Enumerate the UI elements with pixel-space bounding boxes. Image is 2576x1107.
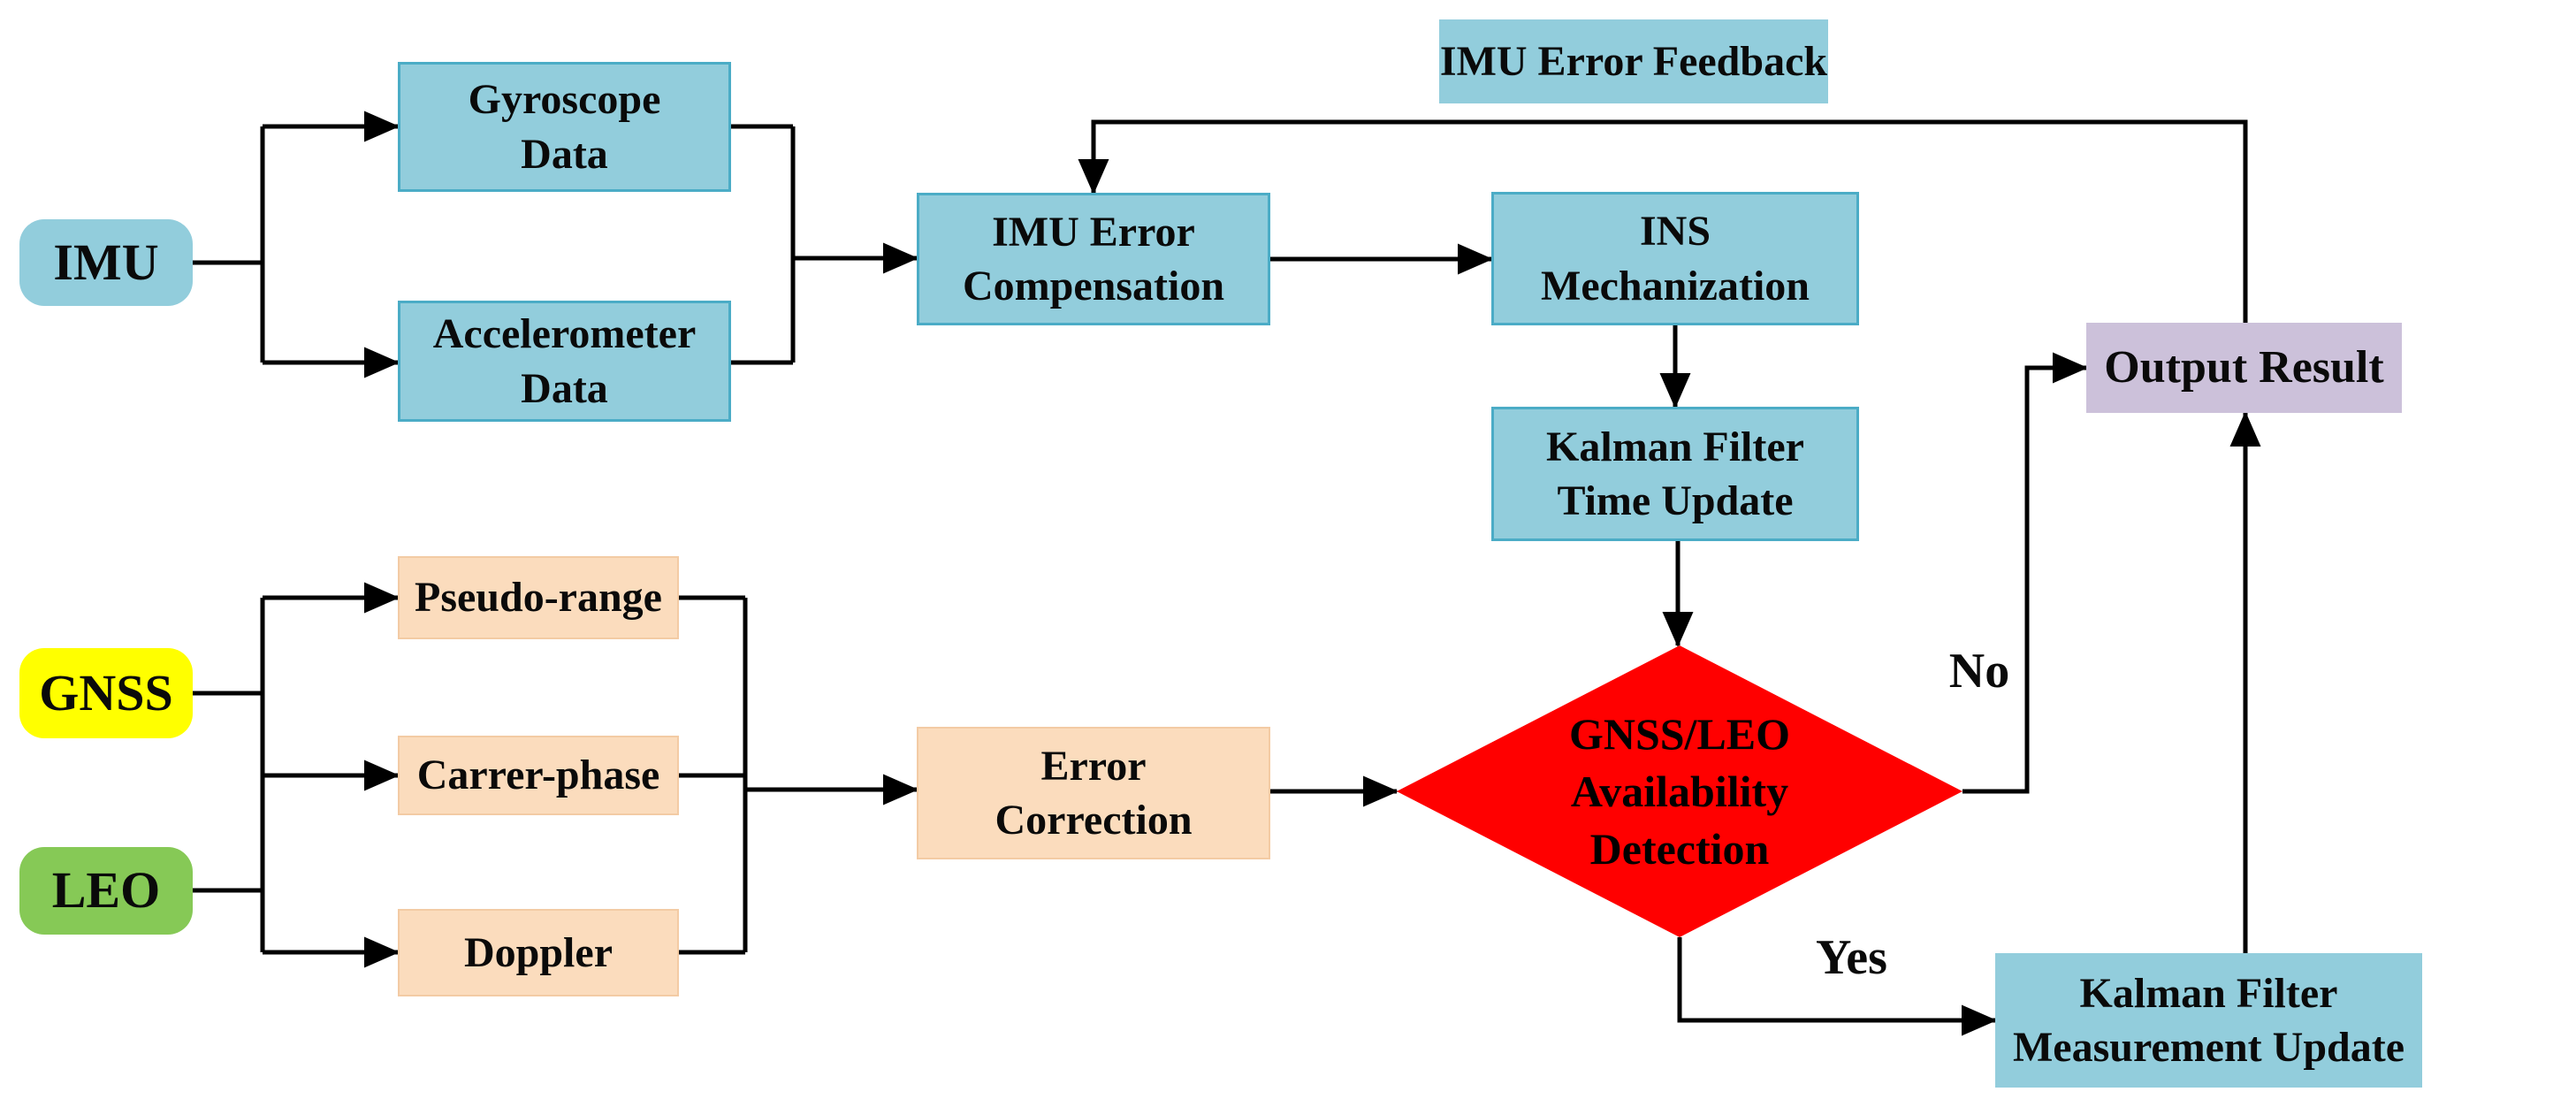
node-leo: LEO	[19, 847, 193, 935]
node-output-result: Output Result	[2086, 323, 2402, 413]
node-gyroscope-data: Gyroscope Data	[398, 62, 731, 192]
connector-imu-error-feedback-loop	[1078, 119, 2248, 323]
node-availability-detection-label: GNSS/LEO Availability Detection	[1568, 708, 1791, 874]
node-gnss: GNSS	[19, 648, 193, 738]
node-ins-mechanization: INS Mechanization	[1491, 192, 1859, 325]
node-accelerometer-data: Accelerometer Data	[398, 301, 731, 422]
yes-branch-label: Yes	[1816, 930, 1887, 985]
node-error-correction: Error Correction	[917, 727, 1270, 859]
node-imu: IMU	[19, 219, 193, 306]
node-carrer-phase: Carrer-phase	[398, 736, 679, 815]
connector-no-branch	[1962, 352, 2089, 794]
node-imu-error-compensation: IMU Error Compensation	[917, 193, 1270, 325]
node-doppler: Doppler	[398, 909, 679, 996]
connector-yes-branch	[1677, 937, 1998, 1036]
node-pseudo-range: Pseudo-range	[398, 556, 679, 639]
node-kalman-filter-measurement-update: Kalman Filter Measurement Update	[1995, 953, 2422, 1088]
no-branch-label: No	[1948, 644, 2010, 699]
decision-diamond	[1397, 645, 1962, 937]
node-imu-error-feedback: IMU Error Feedback	[1439, 19, 1828, 103]
node-kalman-filter-time-update: Kalman Filter Time Update	[1491, 407, 1859, 541]
